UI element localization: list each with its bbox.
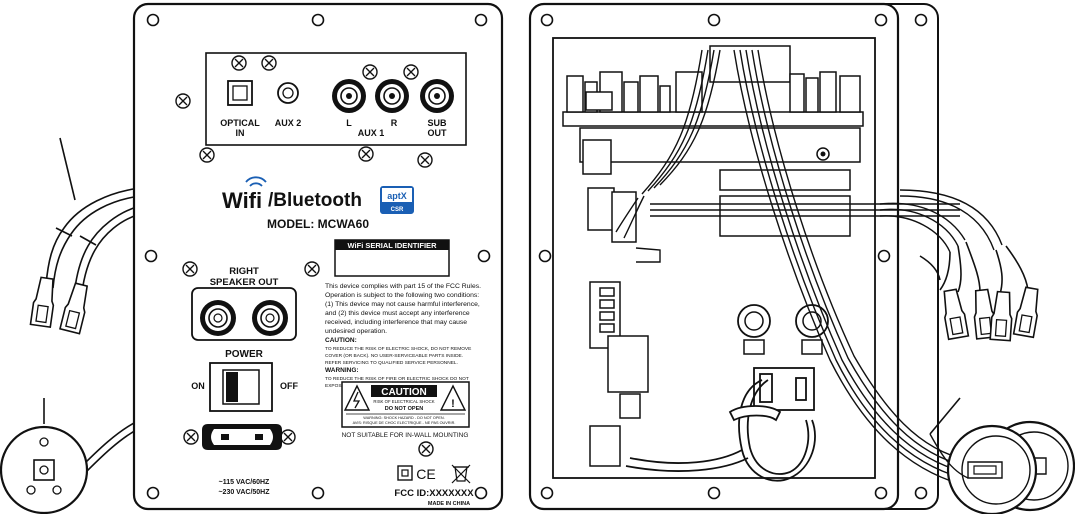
svg-text:WARNING:: WARNING: <box>325 367 359 374</box>
left-spade-connector-2 <box>59 281 92 335</box>
weee-bin-icon <box>451 464 471 484</box>
right-spade-connector-1 <box>939 287 970 341</box>
left-cable-puck <box>0 398 141 514</box>
aux1-right-rca-jack[interactable] <box>375 79 409 113</box>
connector-blocks <box>587 187 649 419</box>
ce-mark: CE <box>416 466 435 482</box>
interior-speaker-terminal-1 <box>737 304 771 355</box>
caution-text: CAUTION: TO REDUCE THE RISK OF ELECTRIC … <box>325 337 471 366</box>
voltage-label-1: ~115 VAC/60HZ <box>219 479 270 486</box>
wifi-logo-text: Wifi <box>222 188 262 213</box>
aptx-badge: aptX CSR <box>380 186 414 214</box>
made-in-label: MADE IN CHINA <box>428 501 470 507</box>
aux2-input-jack[interactable] <box>277 82 299 104</box>
aux2-label: AUX 2 <box>275 118 302 128</box>
interior-speaker-terminal-2 <box>795 304 829 355</box>
svg-text:CAUTION:: CAUTION: <box>325 337 357 344</box>
svg-text:undesired operation.: undesired operation. <box>325 328 387 335</box>
aux1-right-label: R <box>391 118 398 128</box>
sub-out-label: SUB <box>427 118 447 128</box>
svg-text:AVIS: RISQUE DE CHOC ELECTRIQU: AVIS: RISQUE DE CHOC ELECTRIQUE - NE PAS… <box>353 421 456 425</box>
circuit-board <box>562 45 864 127</box>
aux1-left-rca-jack[interactable] <box>332 79 366 113</box>
power-label: POWER <box>225 349 264 360</box>
svg-text:and (2) this device must accep: and (2) this device must accept any inte… <box>325 310 470 317</box>
voltage-label-2: ~230 VAC/50HZ <box>218 489 270 496</box>
model-label: MODEL: MCWA60 <box>267 217 369 231</box>
bluetooth-logo-text: /Bluetooth <box>268 190 362 211</box>
optical-input-jack[interactable] <box>227 80 253 106</box>
wifi-signal-icon <box>245 176 267 187</box>
mounting-note: NOT SUITABLE FOR IN-WALL MOUNTING <box>342 432 469 439</box>
svg-text:REFER SERVICING TO QUALIFIED S: REFER SERVICING TO QUALIFIED SERVICE PER… <box>325 360 458 366</box>
svg-text:!: ! <box>451 398 455 410</box>
svg-text:aptX: aptX <box>387 191 407 201</box>
svg-text:Operation is subject to the fo: Operation is subject to the following tw… <box>325 292 479 299</box>
optical-label-2: IN <box>236 128 245 138</box>
sub-out-label-2: OUT <box>428 128 448 138</box>
fcc-compliance-text: This device complies with part 15 of the… <box>325 283 481 335</box>
ribbon-wire-bundle <box>615 49 1003 485</box>
svg-text:COVER (OR BACK). NO USER-SERVI: COVER (OR BACK). NO USER-SERVICEABLE PAR… <box>325 353 463 359</box>
svg-text:WARNING: SHOCK HAZARD - DO NOT: WARNING: SHOCK HAZARD - DO NOT OPEN. <box>363 416 444 420</box>
caution-label: ! CAUTION RISK OF ELECTRICAL SHOCK DO NO… <box>341 381 470 428</box>
svg-text:CSR: CSR <box>391 207 404 213</box>
svg-text:DO NOT OPEN: DO NOT OPEN <box>385 406 424 412</box>
fcc-id-label: FCC ID:XXXXXXX <box>394 488 474 499</box>
left-spade-connector-1 <box>29 276 58 328</box>
svg-text:CAUTION: CAUTION <box>381 387 427 398</box>
optical-label: OPTICAL <box>220 118 260 128</box>
aux1-left-label: L <box>346 118 352 128</box>
left-wire-harness <box>45 137 141 301</box>
certification-marks: CE <box>397 464 471 484</box>
right-spade-connector-4 <box>1012 285 1043 339</box>
power-off-label: OFF <box>280 381 298 391</box>
svg-text:TO REDUCE THE RISK OF FIRE OR: TO REDUCE THE RISK OF FIRE OR ELECTRIC S… <box>325 376 469 382</box>
svg-text:TO REDUCE THE RISK OF ELECTRIC: TO REDUCE THE RISK OF ELECTRIC SHOCK, DO… <box>325 346 471 352</box>
power-rocker-switch[interactable] <box>209 362 273 412</box>
svg-text:(1) This device may not cause: (1) This device may not cause harmful in… <box>325 301 480 308</box>
ac-power-inlet[interactable] <box>202 424 282 450</box>
serial-identifier-box: WiFi SERIAL IDENTIFIER <box>334 239 450 277</box>
right-wire-leads <box>919 241 1029 295</box>
speaker-terminal-negative[interactable] <box>252 300 288 336</box>
interior-power-cable <box>625 367 816 482</box>
sub-out-rca-jack[interactable] <box>420 79 454 113</box>
speaker-out-label-1: RIGHT <box>229 266 259 277</box>
svg-text:This device complies with part: This device complies with part 15 of the… <box>325 283 481 290</box>
svg-text:RISK OF ELECTRICAL SHOCK: RISK OF ELECTRICAL SHOCK <box>373 399 434 404</box>
svg-text:received, including interferen: received, including interference that ma… <box>325 319 467 326</box>
right-cable-puck-front <box>946 424 1038 514</box>
svg-text:WiFi SERIAL IDENTIFIER: WiFi SERIAL IDENTIFIER <box>348 241 438 250</box>
speaker-terminal-positive[interactable] <box>200 300 236 336</box>
aux1-label: AUX 1 <box>358 128 385 138</box>
speaker-out-label-2: SPEAKER OUT <box>210 277 279 288</box>
right-spade-connector-3 <box>989 290 1015 342</box>
power-on-label: ON <box>191 381 205 391</box>
